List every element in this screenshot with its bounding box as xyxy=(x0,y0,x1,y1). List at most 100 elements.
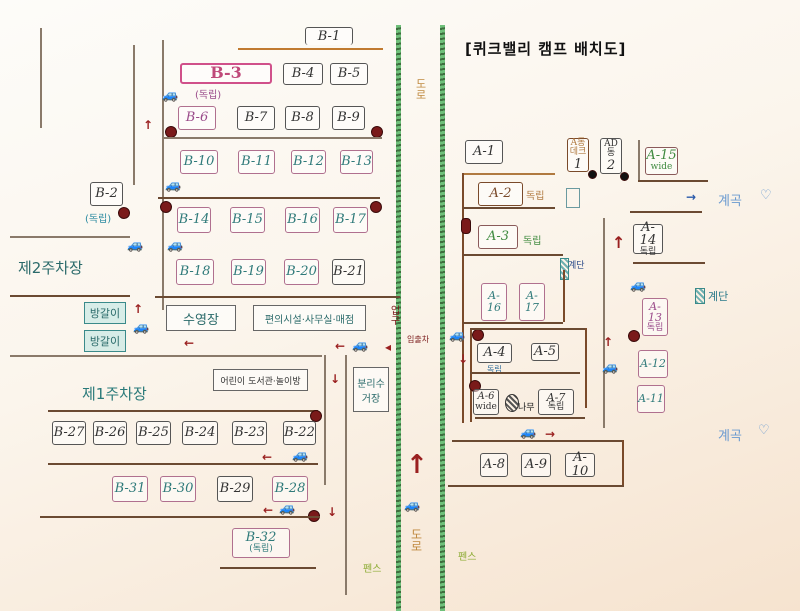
divider-line xyxy=(638,180,708,182)
road-label-top: 도로 xyxy=(414,78,427,100)
lot-b-3[interactable]: B-3 xyxy=(180,63,272,84)
divider-line xyxy=(470,372,580,374)
lot-b-6[interactable]: B-6 xyxy=(178,106,216,130)
lot-a-deck-1-top: A동 xyxy=(570,137,586,148)
lot-b-26[interactable]: B-26 xyxy=(93,421,127,445)
kids-library-playroom[interactable]: 어린이 도서관·놀이방 xyxy=(213,369,308,391)
lot-a-9[interactable]: A-9 xyxy=(521,453,551,477)
lot-b-22[interactable]: B-22 xyxy=(283,421,316,445)
lot-a-4[interactable]: A-4 xyxy=(477,343,512,363)
parking-lot-2-label: 제2주차장 xyxy=(18,259,83,277)
divider-line xyxy=(10,236,130,238)
pool[interactable]: 수영장 xyxy=(166,305,236,331)
lot-b-30[interactable]: B-30 xyxy=(160,476,196,502)
boundary-line xyxy=(585,328,587,408)
lot-b-4[interactable]: B-4 xyxy=(283,63,323,85)
boundary-line xyxy=(462,173,464,423)
lot-a-6[interactable]: A-6 wide xyxy=(473,389,499,415)
washroom-marker-icon xyxy=(118,207,130,219)
recycling-area[interactable]: 분리수거장 xyxy=(353,367,389,412)
lot-b-13[interactable]: B-13 xyxy=(340,150,373,174)
lot-a-1[interactable]: A-1 xyxy=(465,140,503,164)
lot-a-17[interactable]: A-17 xyxy=(519,283,545,321)
divider-line xyxy=(238,48,383,50)
lot-b-1[interactable]: B-1 xyxy=(305,27,353,45)
lot-a-16[interactable]: A-16 xyxy=(481,283,507,321)
map-title: [퀴크밸리 캠프 배치도] xyxy=(465,40,627,58)
boundary-line xyxy=(324,355,326,485)
lot-b-7[interactable]: B-7 xyxy=(237,106,275,130)
lot-a-8[interactable]: A-8 xyxy=(480,453,508,477)
lot-b-23[interactable]: B-23 xyxy=(232,421,267,445)
lot-a-2[interactable]: A-2 xyxy=(478,182,523,206)
room-1[interactable]: 방갈이 xyxy=(84,302,126,324)
car-icon: 🚙 xyxy=(404,498,421,513)
car-icon: 🚙 xyxy=(167,238,184,253)
divider-line xyxy=(463,322,563,324)
lot-b-12[interactable]: B-12 xyxy=(291,150,326,174)
up-arrow-icon: ↑ xyxy=(612,233,626,252)
amenities-office-store[interactable]: 편의시설·사무실·매점 xyxy=(253,305,366,331)
lot-a-10[interactable]: A-10 xyxy=(565,451,595,478)
car-icon: 🚙 xyxy=(127,238,144,253)
lot-a-deck-1-num: 1 xyxy=(573,156,583,172)
entry-exit-label: 입출차 xyxy=(407,335,430,344)
road-up-arrow-icon: ↑ xyxy=(406,450,428,480)
washroom-marker-icon xyxy=(370,201,382,213)
lot-b-5[interactable]: B-5 xyxy=(330,63,368,85)
lot-b-31[interactable]: B-31 xyxy=(112,476,148,502)
down-arrow-icon: ↓ xyxy=(458,352,469,366)
lot-b-20[interactable]: B-20 xyxy=(284,259,319,285)
divider-line xyxy=(463,207,555,209)
lot-a-7-note: 독립 xyxy=(547,402,565,413)
lot-b-28[interactable]: B-28 xyxy=(272,476,308,502)
lot-b-17[interactable]: B-17 xyxy=(333,207,368,233)
lot-b-8[interactable]: B-8 xyxy=(285,106,320,130)
car-icon: 🚙 xyxy=(133,320,150,335)
lot-a-5[interactable]: A-5 xyxy=(531,343,559,361)
lot-b-18[interactable]: B-18 xyxy=(176,259,214,285)
lot-a-15[interactable]: A-15 wide xyxy=(645,147,678,175)
road-label-bottom: 도로 xyxy=(409,528,423,552)
lot-a-deck-1[interactable]: A동 데크 1 xyxy=(567,138,589,172)
car-icon: 🚙 xyxy=(602,360,619,375)
divider-line xyxy=(633,262,705,264)
lot-b-9[interactable]: B-9 xyxy=(332,106,365,130)
lot-b-19[interactable]: B-19 xyxy=(231,259,266,285)
car-icon: 🚙 xyxy=(279,501,296,516)
entrance-label: 입구 xyxy=(388,305,399,325)
lot-a-11[interactable]: A-11 xyxy=(637,385,665,413)
parking-lot-1-label: 제1주차장 xyxy=(82,385,147,403)
lot-a-12[interactable]: A-12 xyxy=(638,350,668,378)
lot-a-6-label: A-6 xyxy=(477,391,495,403)
lot-b-10[interactable]: B-10 xyxy=(180,150,218,174)
lot-b-29[interactable]: B-29 xyxy=(217,476,253,502)
boundary-line xyxy=(162,40,164,310)
divider-line xyxy=(452,440,624,442)
car-icon: 🚙 xyxy=(292,448,309,463)
lot-b-24[interactable]: B-24 xyxy=(182,421,218,445)
lot-b-21[interactable]: B-21 xyxy=(332,259,365,285)
washroom-marker-icon xyxy=(588,170,597,179)
lot-b-27[interactable]: B-27 xyxy=(52,421,86,445)
lot-b-14[interactable]: B-14 xyxy=(177,207,211,233)
car-icon: 🚙 xyxy=(162,88,179,103)
boundary-line xyxy=(638,140,640,182)
lot-b-16[interactable]: B-16 xyxy=(285,207,320,233)
lot-b-11[interactable]: B-11 xyxy=(238,150,275,174)
lot-a-14[interactable]: A-14 독립 xyxy=(633,220,663,257)
divider-line xyxy=(630,211,702,213)
lot-ad-2[interactable]: AD동 2 xyxy=(600,138,622,174)
lot-a-7[interactable]: A-7 독립 xyxy=(538,389,574,415)
lot-a-13[interactable]: A-13 독립 xyxy=(642,298,668,336)
stairs-icon xyxy=(566,188,580,208)
lot-b-2[interactable]: B-2 xyxy=(90,182,123,206)
boundary-line xyxy=(133,45,135,185)
lot-b-15[interactable]: B-15 xyxy=(230,207,265,233)
room-2[interactable]: 방갈이 xyxy=(84,330,126,352)
car-icon: 🚙 xyxy=(520,425,537,440)
lot-b-25[interactable]: B-25 xyxy=(136,421,171,445)
boundary-line xyxy=(470,330,472,422)
lot-b-32[interactable]: B-32 (독립) xyxy=(232,528,290,558)
lot-a-3[interactable]: A-3 xyxy=(478,225,518,249)
